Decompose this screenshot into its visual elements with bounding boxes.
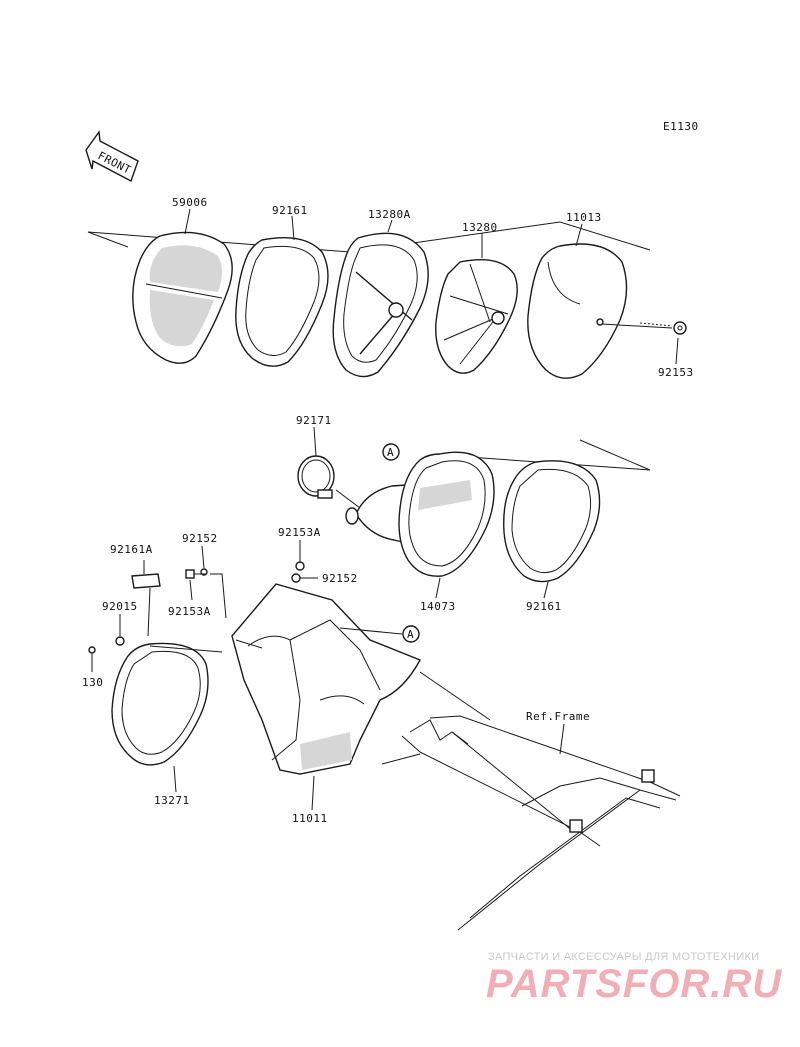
- callout-a-upper: A: [382, 443, 400, 461]
- part-130-bolt: [88, 646, 96, 654]
- label-92153A-top: 92153A: [278, 526, 321, 539]
- label-13271: 13271: [154, 794, 190, 807]
- part-92153A-bolt-left: [185, 569, 206, 579]
- svg-text:A: A: [387, 446, 394, 459]
- label-130: 130: [82, 676, 103, 689]
- label-92171: 92171: [296, 414, 332, 427]
- part-13280-cage: [435, 259, 518, 374]
- axis-line-top-left: [87, 231, 129, 248]
- svg-text:A: A: [407, 628, 414, 641]
- label-14073: 14073: [420, 600, 456, 613]
- part-92153A-nut-top: [295, 561, 305, 571]
- leader-92153-top: [675, 337, 679, 365]
- leader-13280A: [387, 219, 393, 233]
- diagram-code: E1130: [663, 120, 699, 133]
- leader-ref-frame: [559, 723, 565, 755]
- seal-to-gasket-line: [147, 587, 151, 637]
- part-92015-nut: [115, 636, 125, 646]
- leader-11011: [311, 775, 315, 811]
- bolt-to-box-line: [210, 573, 227, 619]
- airbox-to-callout-line: [339, 627, 403, 635]
- ref-frame-sketch: [401, 715, 681, 931]
- label-59006: 59006: [172, 196, 208, 209]
- leader-92171: [313, 426, 317, 457]
- part-14073-duct: [345, 451, 495, 577]
- part-92161-gasket-mid: [503, 460, 601, 583]
- label-92152-right: 92152: [322, 572, 358, 585]
- label-92161A: 92161A: [110, 543, 153, 556]
- label-92153A-left: 92153A: [168, 605, 211, 618]
- axis-line-mid: [439, 439, 651, 471]
- part-92152-washer-right: [291, 573, 301, 583]
- leader-92152-left: [201, 545, 205, 569]
- label-92015: 92015: [102, 600, 138, 613]
- airbox-frame-guide: [419, 671, 491, 721]
- part-92153-bolt: [601, 321, 687, 335]
- airbox-to-frame-line: [381, 753, 421, 765]
- label-92152-left: 92152: [182, 532, 218, 545]
- label-13280: 13280: [462, 221, 498, 234]
- front-arrow-icon: FRONT: [85, 130, 139, 182]
- label-13280A: 13280A: [368, 208, 411, 221]
- ref-frame-label: Ref.Frame: [526, 710, 590, 723]
- watermark-tagline: ЗАПЧАСТИ И АКСЕССУАРЫ ДЛЯ МОТОТЕХНИКИ: [488, 951, 760, 963]
- part-92161-gasket-top: [235, 237, 329, 367]
- label-92161-top: 92161: [272, 204, 308, 217]
- part-13280A-holder: [332, 232, 429, 378]
- part-92161A-seal: [131, 573, 161, 589]
- part-59006-screen: [132, 231, 233, 364]
- part-11011-airbox: [231, 583, 421, 775]
- callout-a-lower: A: [402, 625, 420, 643]
- leader-59006: [184, 208, 191, 235]
- leader-13271: [173, 765, 177, 793]
- label-11011: 11011: [292, 812, 328, 825]
- leader-92153A-left: [189, 579, 193, 601]
- label-92153-top: 92153: [658, 366, 694, 379]
- part-11013-cover: [527, 243, 628, 379]
- part-13271-gasket: [111, 642, 209, 766]
- leader-92161-top: [291, 215, 295, 241]
- clamp-to-boot-line: [335, 489, 361, 509]
- leader-14073: [435, 577, 441, 599]
- watermark-logo: PARTSFOR.RU: [486, 962, 783, 1006]
- part-92171-clamp: [297, 455, 335, 499]
- leader-92161-mid: [543, 581, 549, 599]
- label-92161-mid: 92161: [526, 600, 562, 613]
- label-11013: 11013: [566, 211, 602, 224]
- gasket-to-box-line: [149, 645, 223, 653]
- leader-11013: [575, 223, 583, 247]
